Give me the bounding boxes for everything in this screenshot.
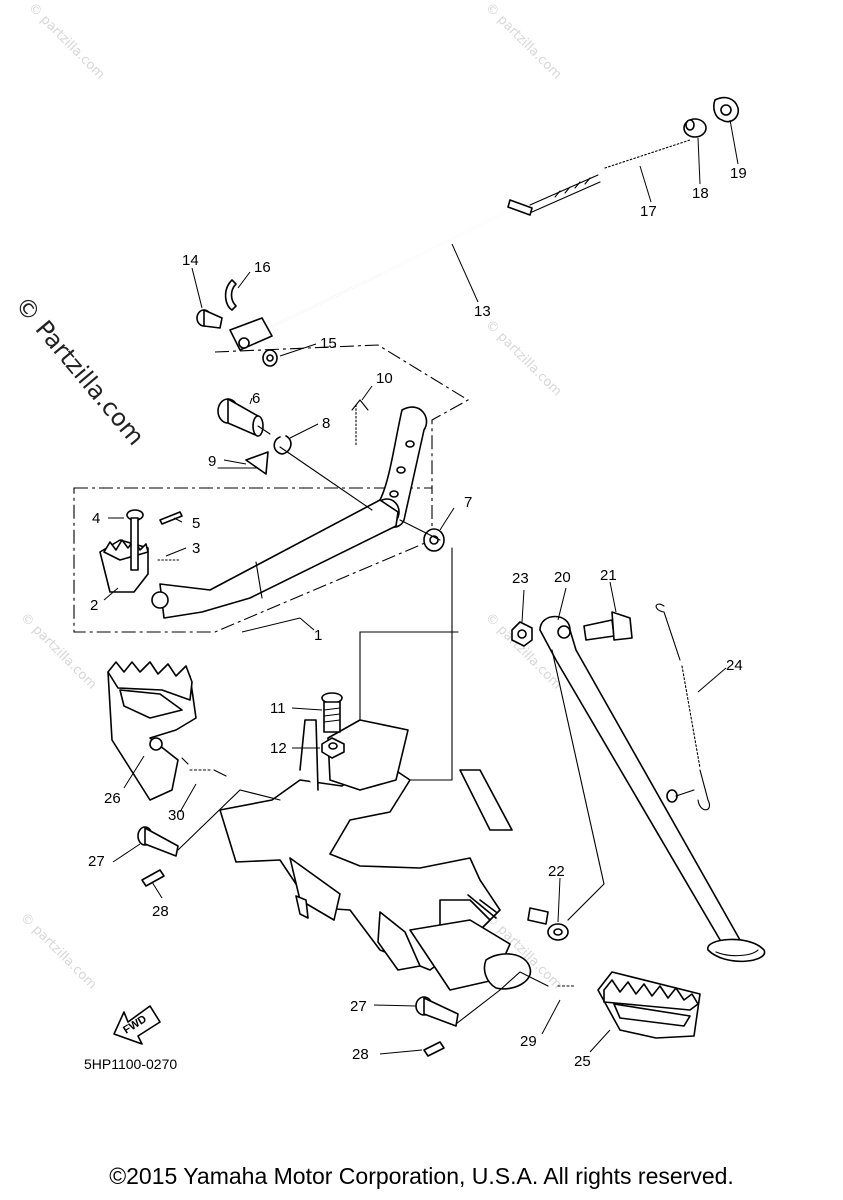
assembly-outline-brake-pedal — [73, 487, 433, 633]
wing-nut — [713, 96, 740, 123]
brake-rod — [229, 174, 601, 351]
callout-27b: 27 — [350, 998, 367, 1015]
callout-1: 1 — [314, 627, 322, 644]
callout-labels: 1 2 3 4 5 6 7 8 9 10 11 12 13 14 15 16 1… — [88, 165, 747, 1070]
footrest-right — [597, 971, 701, 1039]
callout-13: 13 — [474, 303, 491, 320]
footrest-spring — [181, 757, 227, 777]
mount-bolt — [321, 692, 343, 733]
pedal-washer — [423, 528, 445, 552]
callout-14: 14 — [182, 252, 199, 269]
alignment-line — [455, 971, 549, 1025]
sidestand-nut — [511, 621, 533, 647]
footrest-right-cotter — [423, 1041, 445, 1057]
watermark-text: © partzilla.com — [17, 610, 99, 692]
callout-17: 17 — [640, 203, 657, 220]
callout-10: 10 — [376, 370, 393, 387]
footrest-right-pin — [415, 996, 459, 1027]
callout-3: 3 — [192, 540, 200, 557]
callout-19: 19 — [730, 165, 747, 182]
alignment-line — [177, 789, 281, 851]
callout-8: 8 — [322, 415, 330, 432]
frame-section — [219, 719, 549, 991]
callout-20: 20 — [554, 569, 571, 586]
watermark-text: © partzilla.com — [482, 317, 564, 399]
fwd-arrow-icon: FWD — [113, 1005, 161, 1045]
mount-nut — [321, 737, 345, 759]
alignment-line — [551, 649, 605, 921]
callout-22: 22 — [548, 863, 565, 880]
callout-21: 21 — [600, 567, 617, 584]
callout-30: 30 — [168, 807, 185, 824]
callout-11: 11 — [270, 700, 286, 717]
callout-7: 7 — [464, 494, 472, 511]
callout-4: 4 — [92, 510, 100, 527]
callout-2: 2 — [90, 597, 98, 614]
callout-9: 9 — [208, 453, 216, 470]
callout-12: 12 — [270, 740, 287, 757]
washer — [262, 349, 278, 367]
rod-collar — [683, 118, 707, 138]
cotter-pin-9 — [245, 451, 269, 475]
callout-25: 25 — [574, 1053, 591, 1070]
rod-spring — [604, 139, 691, 169]
watermark-text: © partzilla.com — [25, 0, 107, 82]
callout-24: 24 — [726, 657, 743, 674]
callout-28: 28 — [152, 903, 169, 920]
footrest-left — [107, 661, 197, 801]
callout-23: 23 — [512, 570, 529, 587]
callout-5: 5 — [192, 515, 200, 532]
sidestand-spring — [655, 603, 710, 811]
callout-15: 15 — [320, 335, 337, 352]
callout-16: 16 — [254, 259, 271, 276]
sidestand — [539, 615, 766, 963]
watermark-large: © Partzilla.com — [9, 291, 149, 451]
callout-6: 6 — [252, 390, 260, 407]
clevis-pin — [196, 309, 223, 329]
assembly-outline-brake-arm — [214, 344, 470, 488]
watermark-text: © partzilla.com — [482, 0, 564, 82]
callout-26: 26 — [104, 790, 121, 807]
callout-28b: 28 — [352, 1046, 369, 1063]
copyright-notice: ©2015 Yamaha Motor Corporation, U.S.A. A… — [109, 1163, 734, 1189]
callout-18: 18 — [692, 185, 709, 202]
cotter-pin — [224, 279, 237, 311]
sidestand-bolt — [583, 611, 633, 641]
circlip — [273, 435, 292, 455]
watermark-text: © partzilla.com — [17, 910, 99, 992]
pedal-tip-cotter — [159, 511, 183, 525]
return-spring-10 — [351, 399, 369, 446]
callout-29: 29 — [520, 1033, 537, 1050]
callout-27: 27 — [88, 853, 105, 870]
alignment-line — [279, 446, 373, 511]
pedal-tip — [99, 539, 149, 593]
pedal-tip-pin — [126, 509, 144, 571]
sidestand-collar — [547, 923, 569, 941]
brake-pedal-lever — [151, 499, 399, 619]
diagram-code: 5HP1100-0270 — [84, 1056, 177, 1072]
footrest-cotter — [141, 869, 165, 887]
pedal-shaft — [217, 398, 271, 437]
footrest-pivot-pin — [137, 826, 179, 857]
leader-lines — [103, 119, 739, 1055]
